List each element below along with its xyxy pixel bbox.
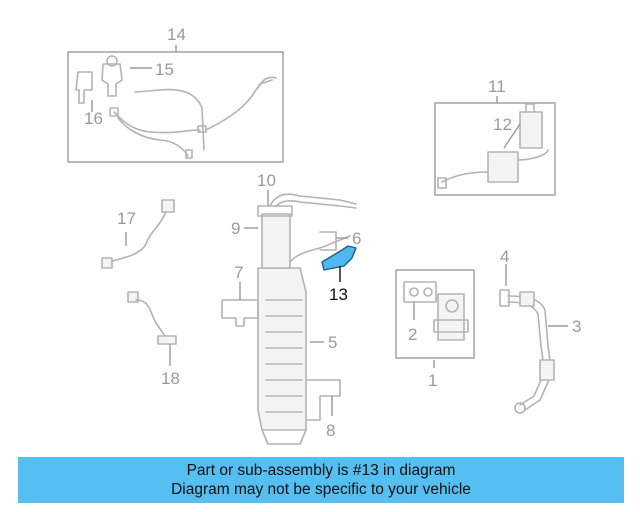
callout-5: 5 (328, 333, 337, 352)
callout-12: 12 (493, 115, 512, 134)
callout-18: 18 (161, 369, 180, 388)
sub-assembly-1-box (395, 269, 475, 359)
callout-11: 11 (488, 77, 506, 96)
callout-6: 6 (352, 229, 361, 248)
part-17-sensor (101, 199, 175, 269)
callout-9: 9 (231, 219, 240, 238)
sub-assembly-14-box (67, 45, 284, 163)
callout-13-highlighted: 13 (329, 285, 348, 304)
sub-assembly-11-box (434, 96, 556, 196)
callout-14: 14 (167, 25, 186, 44)
callout-16: 16 (84, 109, 103, 128)
part-13-bracket-highlighted (321, 245, 357, 271)
callout-3: 3 (572, 317, 581, 336)
callout-17: 17 (117, 209, 136, 228)
callout-lines (91, 67, 568, 416)
callout-10: 10 (257, 171, 276, 190)
callout-15: 15 (155, 60, 174, 79)
part-3-hose (507, 291, 555, 414)
part-4-clip (499, 289, 510, 307)
callout-8: 8 (326, 421, 335, 440)
callout-7: 7 (234, 263, 243, 282)
part-info-banner: Part or sub-assembly is #13 in diagram D… (18, 457, 624, 503)
callout-numbers: 14 15 16 11 12 10 9 17 6 13 7 4 3 2 1 5 … (84, 25, 581, 440)
callout-4: 4 (500, 247, 509, 266)
banner-disclaimer-line: Diagram may not be specific to your vehi… (171, 481, 471, 498)
banner-part-line: Part or sub-assembly is #13 in diagram (186, 462, 456, 479)
part-5-canister (221, 193, 357, 445)
part-18-sensor (127, 291, 177, 345)
callout-1: 1 (428, 371, 437, 390)
callout-2: 2 (408, 325, 417, 344)
